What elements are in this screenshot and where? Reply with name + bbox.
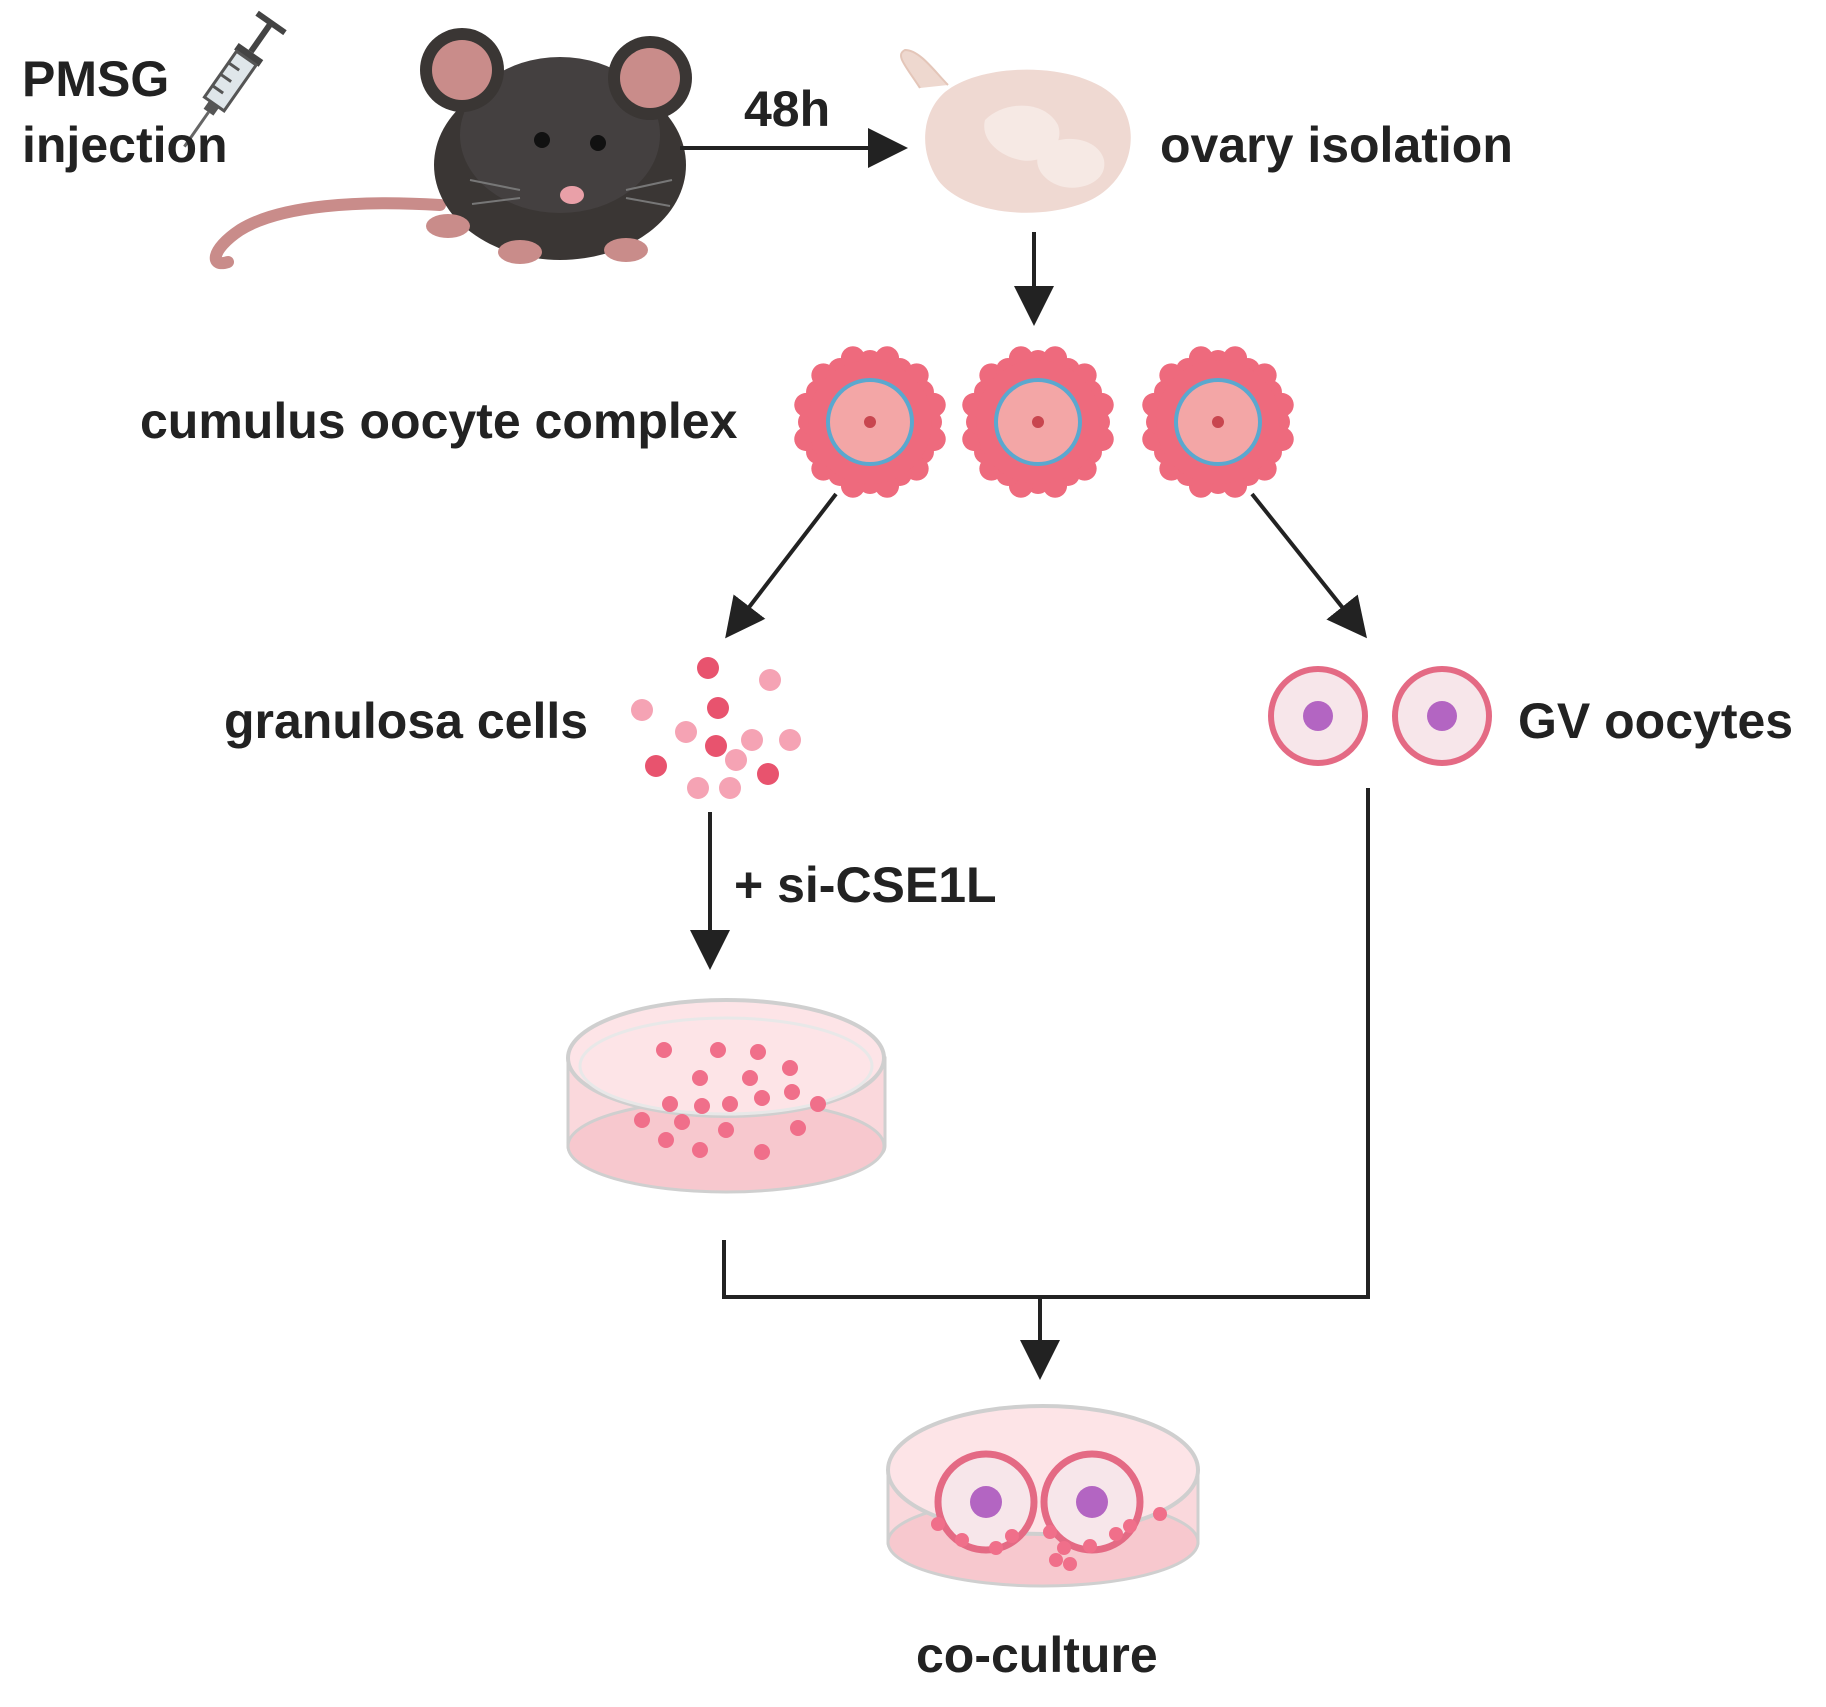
cumulus-oocyte-complex-icon [794,346,946,498]
pmsg-label-line2: injection [22,117,228,173]
syringe-icon [183,10,287,148]
granulosa-label: granulosa cells [224,693,588,749]
gv-oocyte-icon [1268,666,1368,766]
coc-group [794,346,1294,498]
mouse-icon [209,28,692,270]
ovary-icon [900,48,1131,213]
cumulus-oocyte-complex-icon [962,346,1114,498]
gv-oocyte-icon [1392,666,1492,766]
arrow-coc-to-granulosa [725,492,838,639]
time-label: 48h [744,81,830,137]
treatment-label: + si-CSE1L [734,857,997,913]
coculture-dish-icon [886,1404,1200,1588]
coc-label: cumulus oocyte complex [140,393,738,449]
petri-dish-icon [566,998,887,1194]
granulosa-cells-icon [631,657,801,799]
gv-label: GV oocytes [1518,693,1793,749]
arrow-coc-to-gv [1250,492,1367,639]
coculture-label: co-culture [916,1627,1158,1683]
pmsg-label-line1: PMSG [22,51,169,107]
ovary-label: ovary isolation [1160,117,1513,173]
cumulus-oocyte-complex-icon [1142,346,1294,498]
connector-dish-to-merge [722,788,1370,1299]
gv-oocytes-group [1268,666,1492,766]
